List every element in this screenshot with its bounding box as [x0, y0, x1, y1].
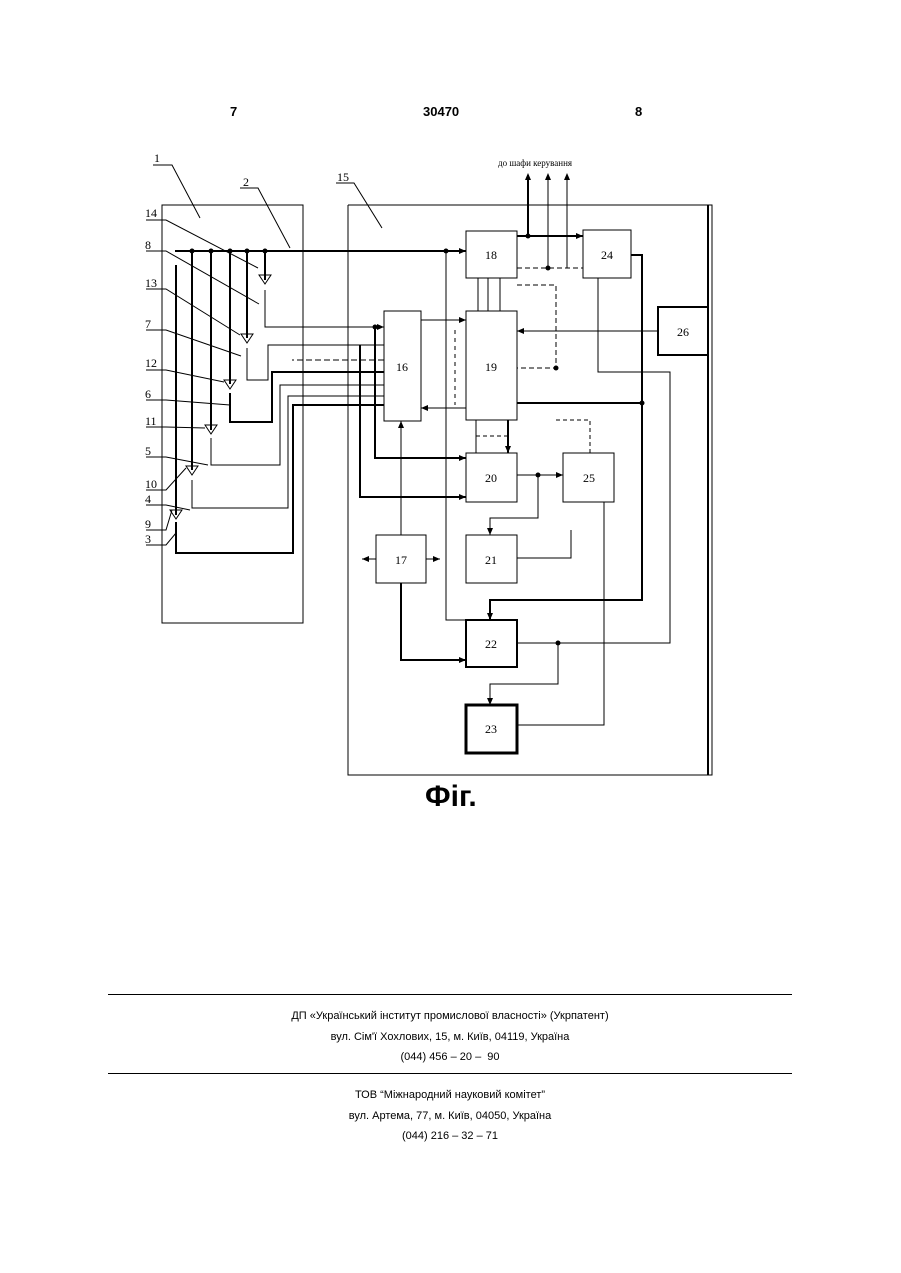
block-18-label: 18	[485, 248, 497, 262]
footer-org-1: ДП «Український інститут промислової вла…	[108, 1010, 792, 1022]
footer-address-1: вул. Сім'ї Хохлових, 15, м. Київ, 04119,…	[108, 1031, 792, 1043]
footer-divider-middle	[108, 1073, 792, 1074]
callout-9: 9	[145, 517, 151, 531]
footer-divider-top	[108, 994, 792, 995]
footer-phone-2: (044) 216 – 32 – 71	[108, 1130, 792, 1142]
control-cabinet-note: до шафи керування	[498, 158, 572, 168]
block-17-label: 17	[395, 553, 407, 567]
block-23-label: 23	[485, 722, 497, 736]
block-24-label: 24	[601, 248, 613, 262]
main-frame-15	[348, 205, 712, 775]
callout-13: 13	[145, 276, 157, 290]
callout-5: 5	[145, 444, 151, 458]
block-21-label: 21	[485, 553, 497, 567]
callout-10: 10	[145, 477, 157, 491]
callout-12: 12	[145, 356, 157, 370]
callout-4: 4	[145, 492, 151, 506]
block-25-label: 25	[583, 471, 595, 485]
footer-org-2: ТОВ “Міжнародний науковий комітет”	[108, 1089, 792, 1101]
block-16-label: 16	[396, 360, 408, 374]
assembly-frame-1	[162, 205, 303, 623]
block-diagram-figure: 16 17 18 19 20 21 22 23 24 25 26 1 2 14 …	[0, 0, 901, 830]
block-22-label: 22	[485, 637, 497, 651]
block-20-label: 20	[485, 471, 497, 485]
callout-8: 8	[145, 238, 151, 252]
footer-address-2: вул. Артема, 77, м. Київ, 04050, Україна	[108, 1110, 792, 1122]
block-19-label: 19	[485, 360, 497, 374]
block-26-label: 26	[677, 325, 689, 339]
callout-1: 1	[154, 151, 160, 165]
callout-14: 14	[145, 206, 157, 220]
callout-15: 15	[337, 170, 349, 184]
footer-phone-1: (044) 456 – 20 – 90	[108, 1051, 792, 1063]
callout-6: 6	[145, 387, 151, 401]
figure-caption: Фіг.	[425, 780, 477, 814]
callout-7: 7	[145, 317, 151, 331]
callout-2: 2	[243, 175, 249, 189]
callout-3: 3	[145, 532, 151, 546]
callout-11: 11	[145, 414, 157, 428]
